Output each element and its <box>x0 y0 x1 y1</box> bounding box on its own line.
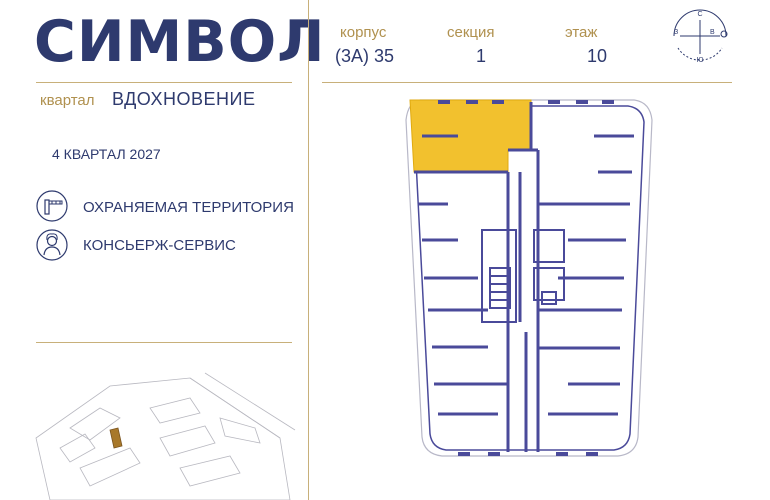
floor-value: 10 <box>587 46 608 66</box>
section-label: секция <box>447 24 495 41</box>
floor-plan <box>405 99 653 457</box>
compass-west: З <box>674 29 678 36</box>
feature-concierge <box>36 229 68 266</box>
barrier-icon <box>36 190 68 222</box>
compass-east: В <box>710 29 715 36</box>
compass-north: С <box>697 11 702 18</box>
section-value: 1 <box>476 46 487 66</box>
building-marker <box>109 427 123 449</box>
compass-south: Ю <box>696 57 703 64</box>
divider-bottom <box>36 342 292 343</box>
completion-date: 4 КВАРТАЛ 2027 <box>52 146 161 162</box>
site-plan-map <box>35 372 296 500</box>
building-core <box>481 229 565 323</box>
floor-outline <box>405 99 653 457</box>
quarter-name: ВДОХНОВЕНИЕ <box>112 89 256 109</box>
info-divider <box>322 82 732 83</box>
brand-logo: СИМВОЛ <box>34 9 326 75</box>
compass-icon: С Ю З В <box>673 9 728 64</box>
divider-top <box>36 82 292 83</box>
floor-label: этаж <box>565 24 598 41</box>
concierge-icon <box>36 229 68 261</box>
quarter-label: квартал <box>40 92 95 109</box>
building-label: корпус <box>340 24 387 41</box>
building-value: (3А) 35 <box>335 46 395 66</box>
feature-security <box>36 190 68 227</box>
feature-security-label: ОХРАНЯЕМАЯ ТЕРРИТОРИЯ <box>83 199 294 216</box>
column-divider <box>308 0 309 500</box>
feature-concierge-label: КОНСЬЕРЖ-СЕРВИС <box>83 237 236 254</box>
